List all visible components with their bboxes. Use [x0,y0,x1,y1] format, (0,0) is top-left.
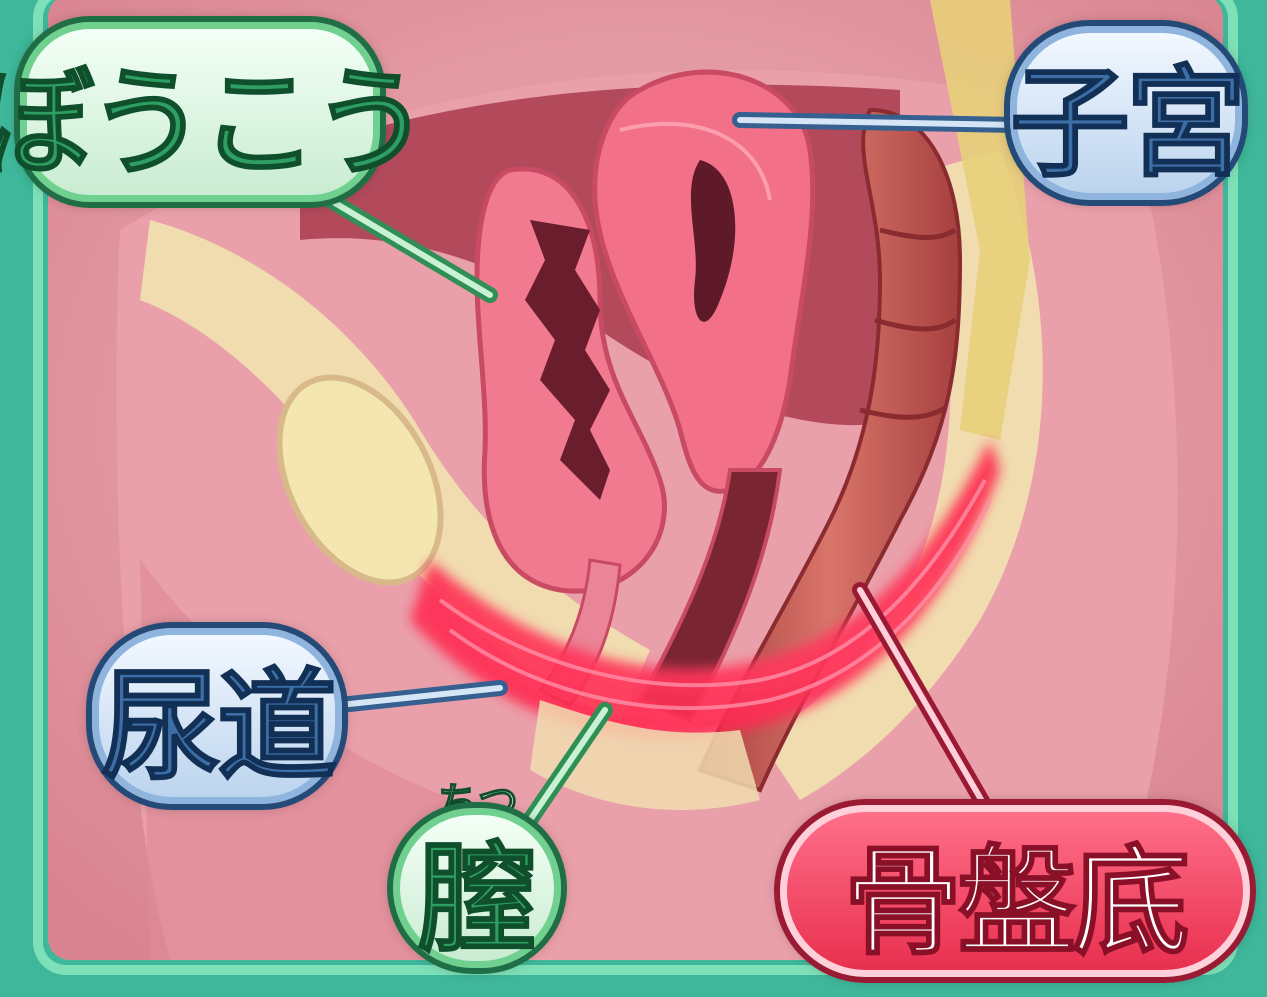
label-uterus: 子宮 [1010,26,1242,200]
label-vagina: 膣 [393,808,561,968]
label-bladder: ぼうこう [20,22,380,202]
label-urethra: 尿道 [92,628,342,804]
label-pelvic-floor: 骨盤底 [780,805,1250,977]
